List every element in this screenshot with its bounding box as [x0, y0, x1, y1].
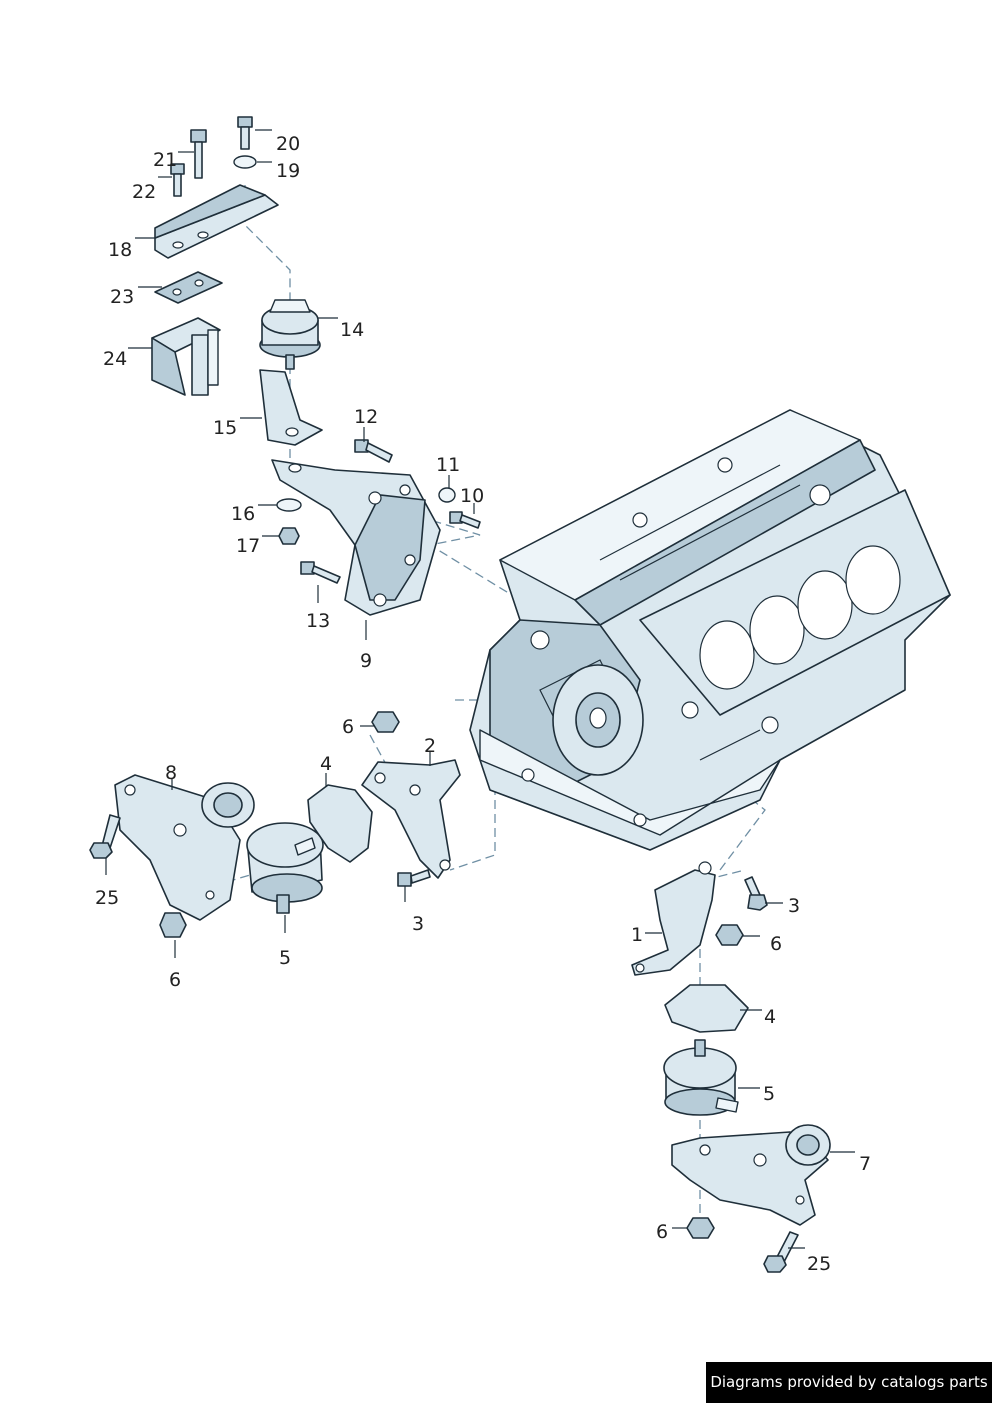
sleeve-11	[438, 487, 456, 503]
bracket-2	[361, 759, 461, 879]
callout-7: 7	[859, 1153, 871, 1175]
callout-8: 8	[165, 762, 177, 784]
callout-12: 12	[354, 406, 378, 428]
callout-21: 21	[153, 149, 177, 171]
engine-mount-5-right	[663, 1039, 739, 1116]
nut-6-right-upper	[715, 924, 744, 946]
washer-19	[233, 155, 257, 169]
callout-11: 11	[436, 454, 460, 476]
callout-6-right-lower: 6	[656, 1221, 668, 1243]
callout-17: 17	[236, 535, 260, 557]
bolt-12	[354, 439, 393, 463]
nut-6-right-lower	[686, 1217, 715, 1239]
callout-10: 10	[460, 485, 484, 507]
callout-25-left: 25	[95, 887, 119, 909]
callout-6-left-upper: 6	[342, 716, 354, 738]
callout-6-right-upper: 6	[770, 933, 782, 955]
callout-18: 18	[108, 239, 132, 261]
heat-shield-4-right	[664, 984, 749, 1033]
support-24	[151, 317, 221, 396]
bolt-22	[170, 163, 185, 197]
nut-17	[278, 527, 300, 545]
bolt-3-right	[744, 876, 768, 911]
callout-22: 22	[132, 181, 156, 203]
bolt-20	[237, 116, 253, 150]
bracket-7	[671, 1124, 831, 1226]
bolt-13	[300, 561, 341, 584]
callout-labels: 20 19 21 22 18 23 24 14 15 12 11 10 16 1…	[95, 133, 871, 1275]
callout-14: 14	[340, 319, 364, 341]
bracket-1	[631, 861, 716, 976]
heat-shield-4-left	[307, 784, 373, 863]
engine-block	[469, 409, 951, 851]
nut-6-left-upper	[371, 711, 400, 733]
bolt-21	[190, 129, 207, 179]
callout-3-left: 3	[412, 913, 424, 935]
engine-support-9	[271, 459, 441, 616]
gasket-23	[154, 271, 223, 304]
callout-19: 19	[276, 160, 300, 182]
callout-15: 15	[213, 417, 237, 439]
bolt-3-left	[397, 869, 431, 887]
callout-4-right: 4	[764, 1006, 776, 1028]
leader-lines	[105, 129, 855, 1249]
callout-2: 2	[424, 735, 436, 757]
callout-1: 1	[631, 924, 643, 946]
washer-16	[276, 498, 302, 512]
callout-5-right: 5	[763, 1083, 775, 1105]
bolt-25-right	[763, 1231, 799, 1273]
credit-banner: Diagrams provided by catalogs parts	[706, 1362, 992, 1403]
callout-6-left-lower: 6	[169, 969, 181, 991]
callout-3-right: 3	[788, 895, 800, 917]
callout-5-left: 5	[279, 947, 291, 969]
callout-4-left: 4	[320, 753, 332, 775]
engine-mount-5-left	[246, 822, 324, 914]
callout-9: 9	[360, 650, 372, 672]
callout-13: 13	[306, 610, 330, 632]
callout-16: 16	[231, 503, 255, 525]
callout-20: 20	[276, 133, 300, 155]
bolt-10	[449, 511, 481, 529]
bolt-25-left	[89, 814, 121, 859]
callout-24: 24	[103, 348, 127, 370]
callout-23: 23	[110, 286, 134, 308]
callout-25-right: 25	[807, 1253, 831, 1275]
nut-6-left-lower	[159, 912, 187, 938]
bracket-8	[114, 774, 255, 921]
engine-mount-14	[259, 299, 321, 370]
bracket-plate-15	[259, 369, 323, 446]
